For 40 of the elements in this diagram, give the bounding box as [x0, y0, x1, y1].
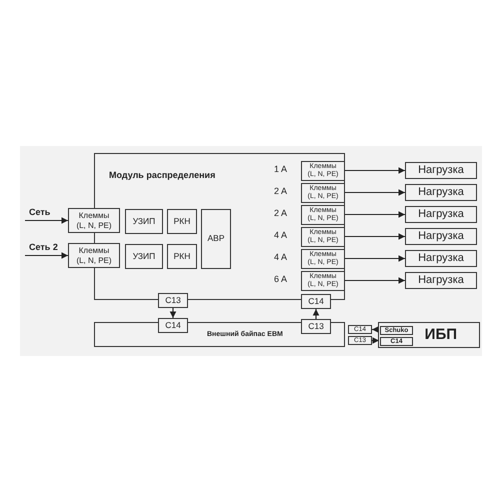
load-box: Нагрузка	[405, 272, 477, 289]
arrow	[372, 337, 379, 344]
ups-label: ИБП	[424, 326, 457, 344]
component-box: C13	[158, 293, 188, 308]
component-box: РКН	[167, 209, 197, 234]
load-box: Нагрузка	[405, 162, 477, 179]
arrow	[344, 277, 405, 284]
arrow	[25, 217, 68, 224]
arrow	[344, 233, 405, 240]
load-box: Нагрузка	[405, 250, 477, 267]
current-rating: 4 A	[274, 230, 288, 240]
current-rating: 6 A	[274, 274, 288, 284]
arrow	[170, 308, 176, 318]
edge-label: Сеть 2	[28, 242, 59, 252]
arrow	[344, 189, 405, 196]
arrow	[344, 255, 405, 262]
current-rating: 2 A	[274, 208, 288, 218]
arrow	[344, 167, 405, 174]
component-box: C14	[301, 294, 331, 309]
arrow	[372, 326, 379, 333]
current-rating: 4 A	[274, 252, 288, 262]
load-box: Нагрузка	[405, 228, 477, 245]
component-box: АВР	[201, 209, 231, 269]
current-rating: 1 A	[274, 164, 288, 174]
ups-box	[378, 322, 480, 348]
module-title: Модуль распределения	[109, 170, 216, 180]
load-box: Нагрузка	[405, 184, 477, 201]
edge-label: Сеть	[28, 206, 52, 216]
arrow	[312, 309, 320, 319]
terminal-box: Клеммы (L, N, PE)	[68, 243, 120, 268]
component-box: C14	[158, 318, 188, 333]
load-box: Нагрузка	[405, 206, 477, 223]
terminal-box: Клеммы (L, N, PE)	[68, 208, 120, 233]
current-rating: 2 A	[274, 186, 288, 196]
component-box: РКН	[167, 244, 197, 269]
arrow	[344, 211, 405, 218]
component-box: C13	[301, 319, 331, 334]
arrow	[25, 252, 68, 259]
component-box: УЗИП	[125, 209, 163, 234]
component-box: УЗИП	[125, 244, 163, 269]
